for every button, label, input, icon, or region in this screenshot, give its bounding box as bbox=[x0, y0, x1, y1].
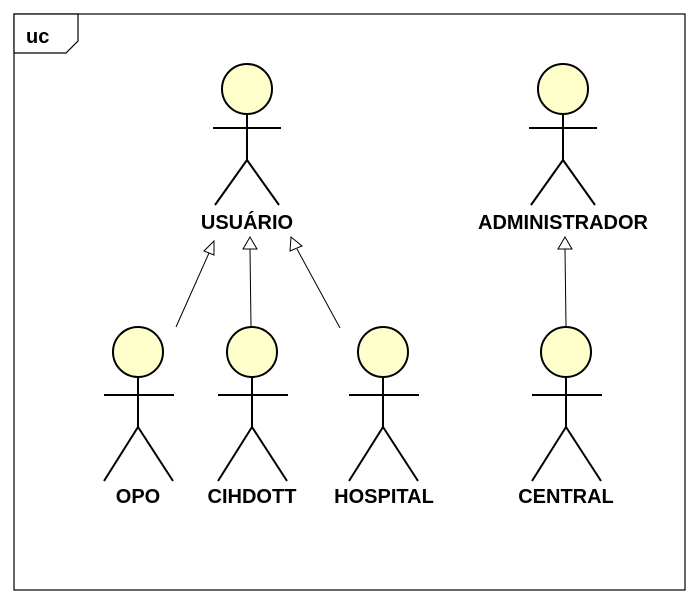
actor-label-hospital: HOSPITAL bbox=[334, 486, 434, 508]
actor-head bbox=[540, 326, 592, 378]
actor-label-opo: OPO bbox=[116, 486, 160, 508]
actor-head bbox=[357, 326, 409, 378]
generalization-arrowhead bbox=[242, 236, 258, 250]
actor-head bbox=[112, 326, 164, 378]
actor-head bbox=[226, 326, 278, 378]
actor-cihdott[interactable]: CIHDOTT bbox=[208, 326, 297, 508]
frame-label: uc bbox=[26, 26, 49, 48]
actor-opo[interactable]: OPO bbox=[103, 326, 174, 508]
generalization-central-to-administrador bbox=[557, 236, 573, 327]
actor-hospital[interactable]: HOSPITAL bbox=[334, 326, 434, 508]
generalization-hospital-to-usuario bbox=[289, 236, 341, 329]
actor-head bbox=[221, 63, 273, 115]
generalization-cihdott-to-usuario bbox=[242, 236, 258, 327]
frame-tab bbox=[13, 13, 79, 54]
generalization-opo-to-usuario bbox=[175, 239, 215, 328]
actor-label-cihdott: CIHDOTT bbox=[208, 486, 297, 508]
generalization-arrowhead bbox=[557, 236, 573, 250]
generalization-arrowhead bbox=[203, 239, 215, 256]
actor-usuario[interactable]: USUÁRIO bbox=[201, 63, 293, 234]
actor-label-central: CENTRAL bbox=[518, 486, 614, 508]
actor-label-usuario: USUÁRIO bbox=[201, 211, 293, 234]
actor-central[interactable]: CENTRAL bbox=[518, 326, 614, 508]
generalization-arrowhead bbox=[289, 236, 303, 252]
actor-administrador[interactable]: ADMINISTRADOR bbox=[478, 63, 649, 234]
actor-label-administrador: ADMINISTRADOR bbox=[478, 212, 649, 234]
actor-head bbox=[537, 63, 589, 115]
